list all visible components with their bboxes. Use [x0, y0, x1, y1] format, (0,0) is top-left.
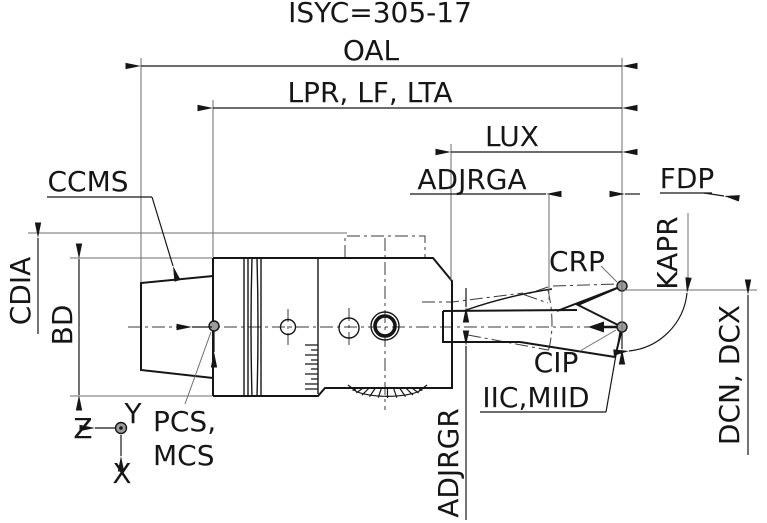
dimension-oal: OAL — [125, 34, 638, 70]
iic-miid-label: IIC,MIID — [482, 381, 589, 414]
dimension-lux: LUX — [435, 120, 638, 156]
vernier-scale — [305, 344, 318, 390]
coordinate-system-legend: Z Y X — [73, 397, 142, 490]
crp-label: CRP — [549, 245, 605, 278]
swing-curve — [465, 288, 553, 311]
screw-socket — [373, 314, 397, 338]
origin-center — [119, 426, 123, 430]
x-axis-label: X — [112, 457, 131, 490]
serration-fan — [347, 384, 428, 398]
drawing-title: ISYC=305-17 — [288, 0, 472, 29]
callout-crp: CRP — [549, 245, 618, 283]
dimension-fdp: FDP — [660, 162, 740, 202]
oal-label: OAL — [343, 34, 400, 67]
lpr-label: LPR, LF, LTA — [287, 76, 452, 109]
adjustment-hole — [338, 317, 360, 339]
pcs-point — [208, 320, 220, 332]
dcn-dcx-label: DCN, DCX — [713, 305, 746, 445]
ccms-label: CCMS — [47, 165, 128, 198]
z-axis-label: Z — [73, 412, 92, 445]
dimension-cdia: CDIA — [4, 222, 42, 334]
adjrga-label: ADJRGA — [417, 163, 526, 196]
clamp-hole — [279, 318, 297, 336]
screw-outer — [370, 311, 400, 341]
dimension-bd: BD — [46, 243, 83, 411]
flange-rings — [243, 257, 262, 397]
mcs-label: MCS — [153, 439, 214, 472]
cip-label: CIP — [534, 346, 579, 379]
dimension-kapr: KAPR — [613, 216, 692, 356]
dimension-dcn-dcx: DCN, DCX — [713, 279, 752, 455]
callout-cip: CIP — [534, 329, 617, 379]
dimension-lpr-lf-lta: LPR, LF, LTA — [197, 76, 638, 112]
lux-label: LUX — [485, 120, 539, 153]
dimension-adjrga: ADJRGA — [410, 163, 640, 198]
callout-iic-miid: IIC,MIID — [480, 381, 606, 414]
callout-pcs-mcs: PCS, MCS — [153, 405, 216, 472]
pcs-axes — [176, 323, 218, 405]
dimension-adjrgr: ADJRGR — [432, 288, 470, 520]
bd-label: BD — [46, 305, 79, 346]
pcs-label: PCS, — [153, 405, 216, 438]
fdp-label: FDP — [660, 162, 715, 195]
callout-ccms: CCMS — [47, 165, 181, 282]
cdia-label: CDIA — [4, 257, 37, 326]
kapr-label: KAPR — [651, 216, 684, 289]
adjrgr-label: ADJRGR — [432, 408, 465, 518]
y-axis-label: Y — [123, 397, 142, 430]
